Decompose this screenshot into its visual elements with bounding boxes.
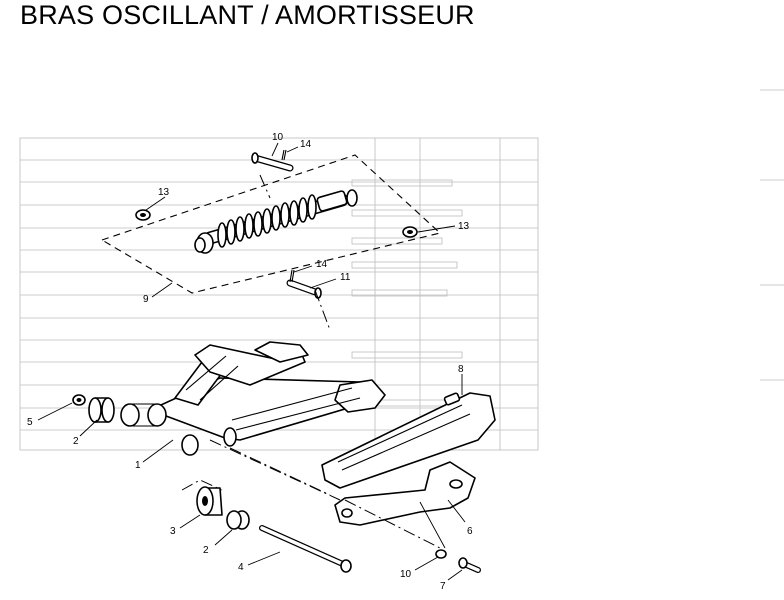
swing-arm <box>120 341 386 456</box>
page-title: BRAS OSCILLANT / AMORTISSEUR <box>20 0 475 30</box>
callout-5: 5 <box>27 417 33 428</box>
pivot-shaft <box>259 525 352 573</box>
lower-bush-large <box>196 486 223 516</box>
callout-12: 10 <box>272 132 284 143</box>
chain-guard <box>321 392 496 489</box>
callout-11: 11 <box>340 272 351 283</box>
callout-9: 9 <box>143 294 149 305</box>
callout-8: 8 <box>458 364 464 375</box>
assembly-lines <box>181 174 441 549</box>
callout-2-upper: 2 <box>73 436 79 447</box>
callout-1: 1 <box>135 460 141 471</box>
callout-4: 4 <box>238 562 244 573</box>
lower-bushing <box>226 510 250 530</box>
shock-absorber <box>194 189 358 254</box>
washer <box>72 394 86 406</box>
upper-bolt <box>251 152 294 172</box>
right-bush <box>402 226 418 238</box>
callout-14-lower: 14 <box>316 259 328 270</box>
lower-cotter-pin <box>289 269 295 283</box>
left-bush <box>135 209 151 221</box>
guard-bracket <box>334 461 476 526</box>
callout-7: 7 <box>440 581 446 592</box>
callout-10: 10 <box>400 569 412 580</box>
shock-absorber-outline <box>100 154 442 294</box>
background-table-ghost <box>19 89 784 451</box>
lower-bolt <box>286 279 322 299</box>
callout-13-left: 13 <box>158 187 170 198</box>
callout-labels: 10 14 13 13 14 11 9 8 5 2 1 6 3 2 4 10 7 <box>27 132 473 592</box>
callout-14-top: 14 <box>300 139 312 150</box>
leader-lines <box>37 142 466 581</box>
shock-absorber-group <box>100 149 442 299</box>
callout-2-lower: 2 <box>203 545 209 556</box>
nut <box>435 549 447 559</box>
callout-13-right: 13 <box>458 221 470 232</box>
callout-6: 6 <box>467 526 473 537</box>
upper-cotter-pin <box>281 149 287 161</box>
bolt <box>458 557 481 573</box>
callout-3: 3 <box>170 526 176 537</box>
upper-bushing <box>88 397 115 423</box>
